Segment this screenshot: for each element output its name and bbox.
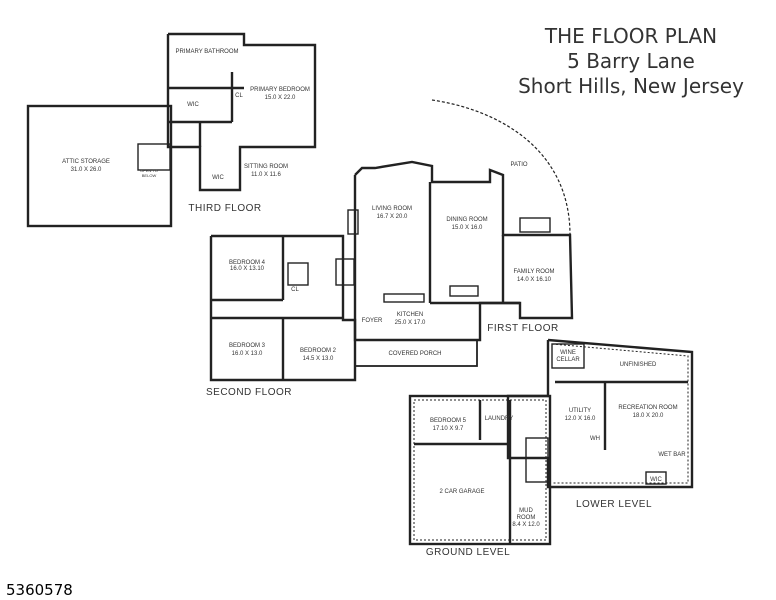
label-living-room-dim: 16.7 X 20.0 xyxy=(377,214,408,220)
label-below: BELOW xyxy=(142,173,157,178)
label-foyer: FOYER xyxy=(362,318,383,324)
label-dining-room: DINING ROOM xyxy=(446,217,487,223)
label-kitchen: KITCHEN xyxy=(397,312,423,318)
label-wh: WH xyxy=(590,436,600,442)
label-sitting-room-dim: 11.0 X 11.6 xyxy=(251,172,281,178)
label-sitting-room: SITTING ROOM xyxy=(244,164,288,170)
label-wine: WINE xyxy=(560,350,576,356)
plan-town: Short Hills, New Jersey xyxy=(518,74,744,98)
second-floor-outline xyxy=(209,234,357,382)
label-attic-storage: ATTIC STORAGE xyxy=(62,159,110,165)
caption-ground-level: GROUND LEVEL xyxy=(426,547,510,558)
label-recreation-room: RECREATION ROOM xyxy=(618,405,677,411)
label-wic-3rd: WIC xyxy=(187,102,199,108)
label-utility: UTILITY xyxy=(569,408,591,414)
label-mud: MUD xyxy=(519,508,533,514)
first-floor-outline xyxy=(347,160,574,367)
label-room: ROOM xyxy=(517,515,536,521)
label-bedroom-3-dim: 16.0 X 13.0 xyxy=(232,351,263,357)
lower-level-outline xyxy=(506,338,694,489)
label-bedroom-2: BEDROOM 2 xyxy=(300,348,337,354)
label-bedroom-4: BEDROOM 4 xyxy=(229,260,266,266)
label-attic-storage-dim: 31.0 X 26.0 xyxy=(71,167,102,173)
label-kitchen-dim: 25.0 X 17.0 xyxy=(395,320,426,326)
label-utility-dim: 12.0 X 16.0 xyxy=(565,416,596,422)
label-recreation-room-dim: 18.0 X 20.0 xyxy=(633,413,664,419)
label-cl-3rd: CL xyxy=(235,93,243,99)
label-garage: 2 CAR GARAGE xyxy=(439,489,484,495)
label-bedroom-2-dim: 14.5 X 13.0 xyxy=(303,356,334,362)
plan-address: 5 Barry Lane xyxy=(567,49,695,73)
label-family-room-dim: 14.0 X 16.10 xyxy=(517,277,552,283)
label-mud-room-dim: 8.4 X 12.0 xyxy=(512,522,540,528)
label-primary-bedroom-dim: 15.0 X 22.0 xyxy=(265,95,296,101)
label-primary-bedroom: PRIMARY BEDROOM xyxy=(250,87,310,93)
ground-level-outline xyxy=(408,394,552,546)
label-unfinished: UNFINISHED xyxy=(620,362,657,368)
label-wet-bar: WET BAR xyxy=(658,452,686,458)
label-wic-lower: WIC xyxy=(650,477,662,483)
caption-second-floor: SECOND FLOOR xyxy=(206,387,292,398)
caption-lower-level: LOWER LEVEL xyxy=(576,499,652,510)
label-wic-sitting: WIC xyxy=(212,175,224,181)
third-floor-outline xyxy=(26,32,317,228)
label-bedroom-5: BEDROOM 5 xyxy=(430,418,467,424)
listing-number: 5360578 xyxy=(6,581,73,599)
label-living-room: LIVING ROOM xyxy=(372,206,412,212)
label-primary-bathroom: PRIMARY BATHROOM xyxy=(175,49,238,55)
label-open-to: OPEN TO xyxy=(140,168,158,173)
label-cl-2nd: CL xyxy=(291,287,299,293)
label-cellar: CELLAR xyxy=(556,357,580,363)
label-bedroom-5-dim: 17.10 X 9.7 xyxy=(433,426,464,432)
label-laundry: LAUNDRY xyxy=(485,416,514,422)
patio-outline xyxy=(431,99,571,236)
label-covered-porch: COVERED PORCH xyxy=(388,351,441,357)
label-patio: PATIO xyxy=(510,162,527,168)
caption-third-floor: THIRD FLOOR xyxy=(188,203,261,214)
caption-first-floor: FIRST FLOOR xyxy=(487,323,558,334)
plan-title: THE FLOOR PLAN xyxy=(544,24,718,48)
label-bedroom-3: BEDROOM 3 xyxy=(229,343,266,349)
label-family-room: FAMILY ROOM xyxy=(513,269,554,275)
label-bedroom-4-dim: 16.0 X 13.10 xyxy=(230,266,265,272)
label-dining-room-dim: 15.0 X 16.0 xyxy=(452,225,483,231)
